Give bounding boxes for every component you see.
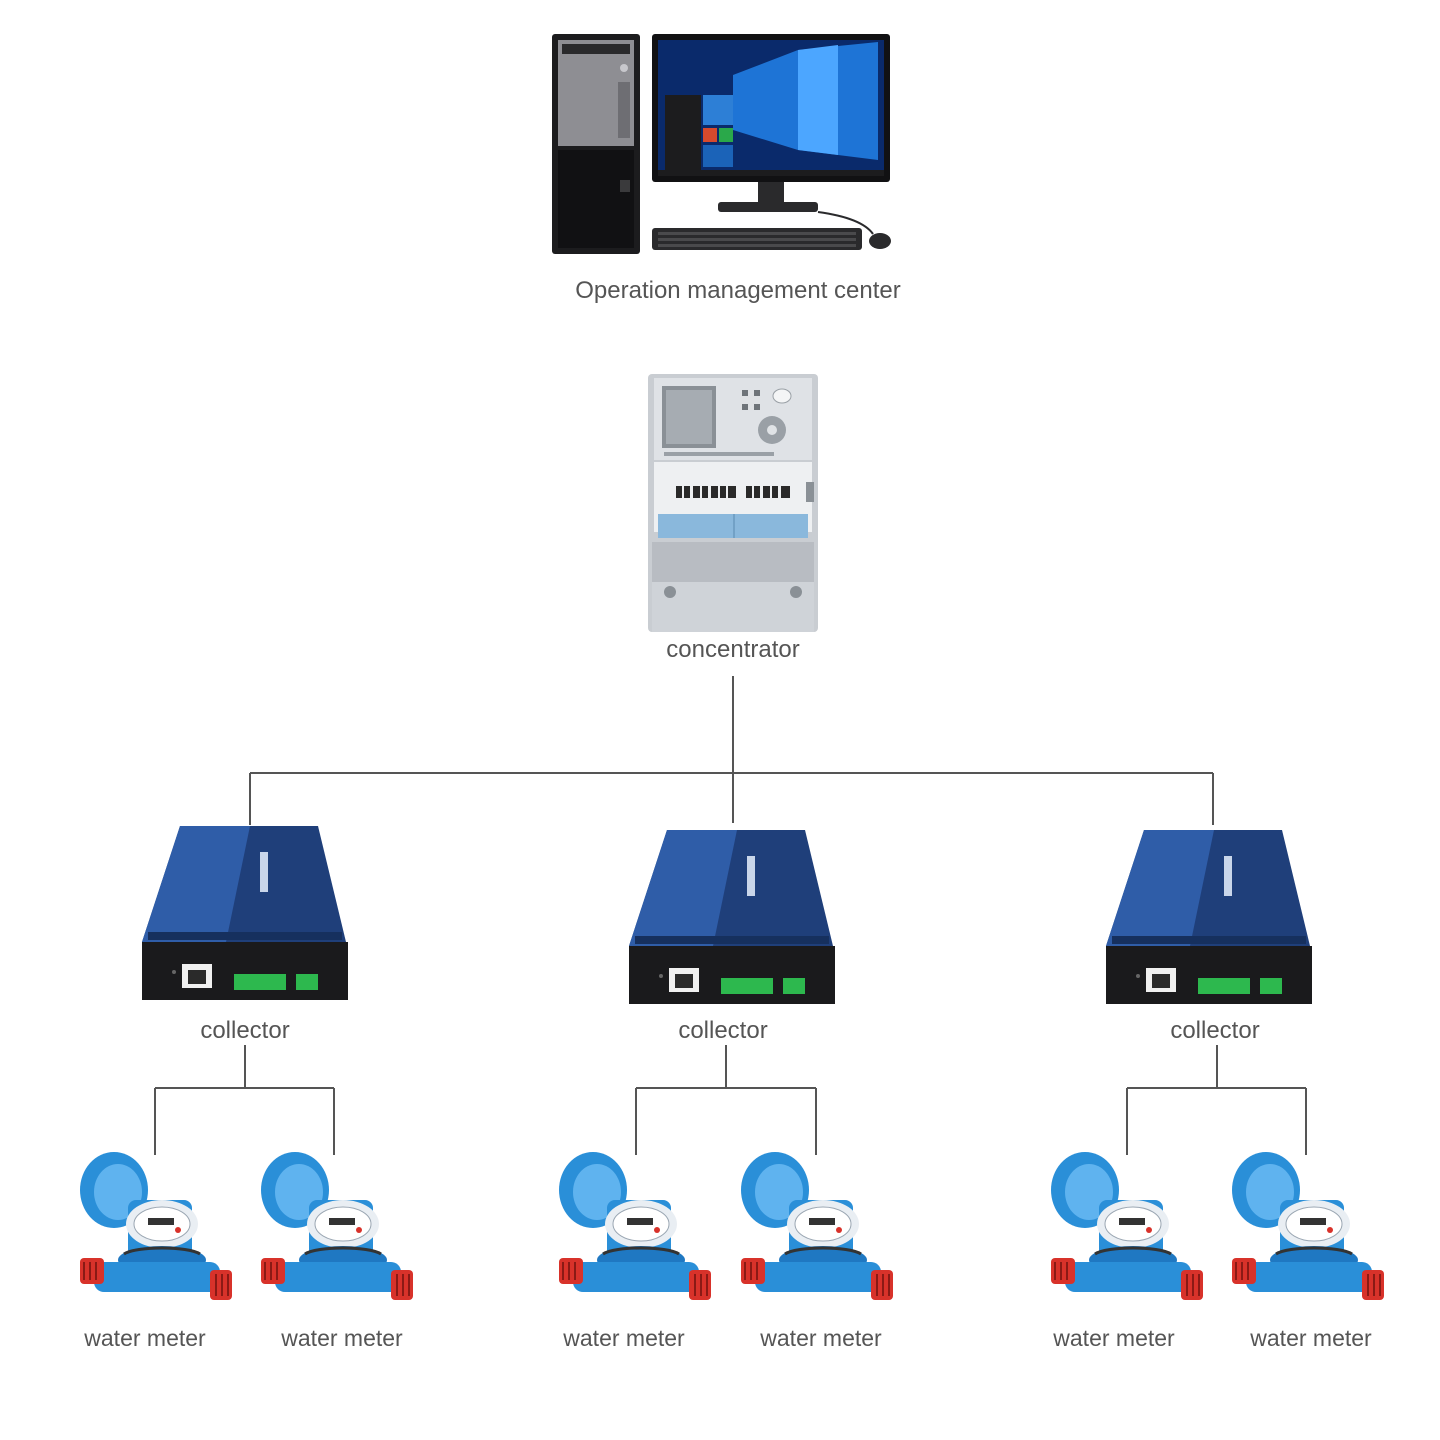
water-meter-label: water meter [84, 1325, 206, 1351]
collector-device-icon [1104, 828, 1314, 1008]
water-meter-label: water meter [563, 1325, 685, 1351]
desktop-computer-icon [548, 30, 898, 258]
water-meter-icon [76, 1150, 236, 1320]
operation-center-label: Operation management center [575, 277, 901, 304]
collector-label: collector [1170, 1017, 1260, 1044]
water-meter-icon [1228, 1150, 1388, 1320]
collector-device-icon [627, 828, 837, 1008]
collector-label: collector [200, 1017, 290, 1044]
water-meter-label: water meter [1053, 1325, 1175, 1351]
water-meter-icon [257, 1150, 417, 1320]
water-meter-icon [737, 1150, 897, 1320]
water-meter-label: water meter [281, 1325, 403, 1351]
concentrator-device-icon [646, 372, 820, 634]
collector-device-icon [140, 824, 350, 1004]
water-meter-label: water meter [760, 1325, 882, 1351]
collector-label: collector [678, 1017, 768, 1044]
water-meter-label: water meter [1250, 1325, 1372, 1351]
water-meter-icon [1047, 1150, 1207, 1320]
concentrator-label: concentrator [666, 636, 800, 663]
water-meter-icon [555, 1150, 715, 1320]
